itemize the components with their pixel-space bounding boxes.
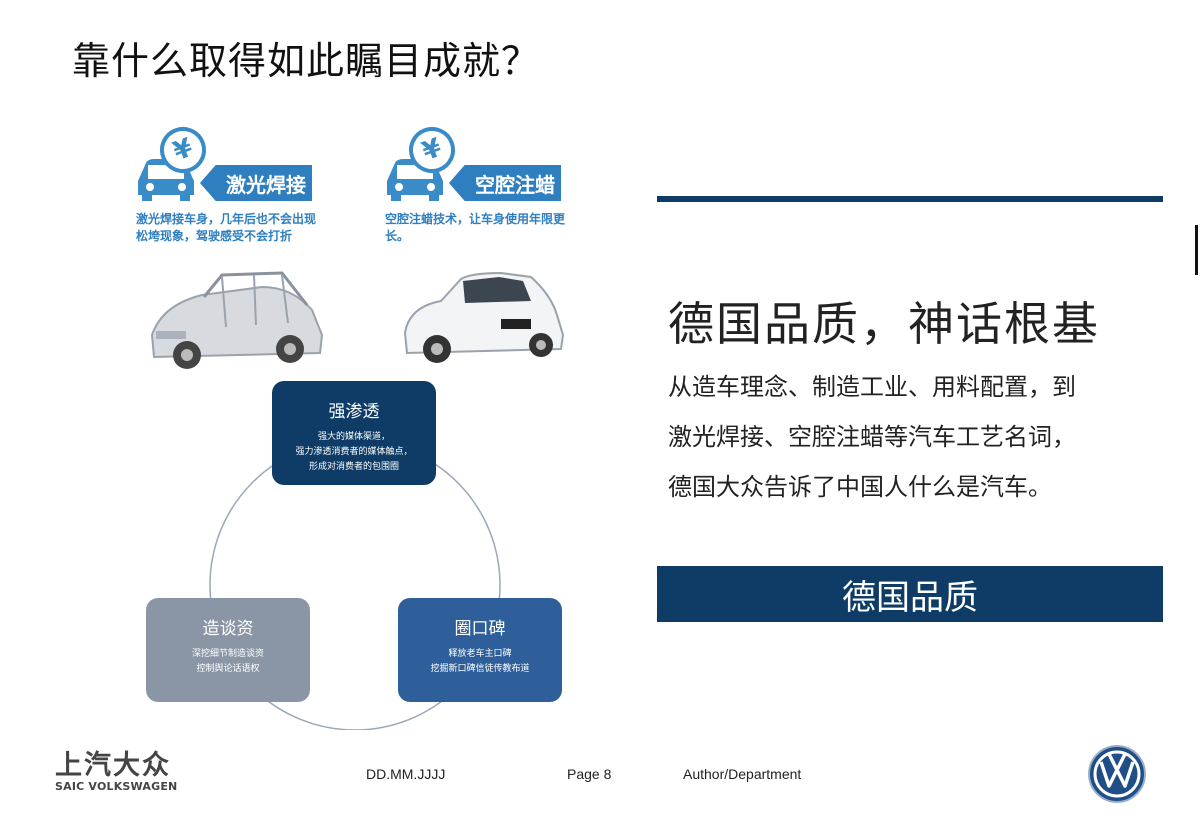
feature-description: 激光焊接车身，几年后也不会出现松垮现象，驾驶感受不会打折 — [136, 212, 317, 243]
saic-volkswagen-logo: 上汽大众 SAIC VOLKSWAGEN — [55, 750, 178, 794]
node-desc-line: 强大的媒体渠道， — [317, 432, 390, 442]
node-desc-line: 强力渗透消费者的媒体触点， — [295, 447, 413, 457]
panel-body: 从造车理念、制造工业、用料配置，到 激光焊接、空腔注蜡等汽车工艺名词， 德国大众… — [668, 362, 1168, 512]
car-body-frame-image — [150, 271, 324, 369]
cycle-node-penetration: 强渗透 强大的媒体渠道， 强力渗透消费者的媒体触点， 形成对消费者的包围圈 — [272, 381, 436, 485]
slide-title: 靠什么取得如此瞩目成就？ — [72, 39, 541, 83]
panel-heading: 德国品质，神话根基 — [668, 297, 1100, 351]
node-title: 造谈资 — [202, 619, 254, 639]
node-desc-line: 释放老车主口碑 — [448, 649, 512, 659]
node-desc-line: 深挖细节制造谈资 — [191, 649, 264, 659]
feature-laser-welding: ¥ 激光焊接 激光焊接车身，几年后也不会出现松垮现象，驾驶感受不会打折 — [134, 120, 334, 375]
node-desc-line: 控制舆论话语权 — [196, 664, 260, 674]
white-hatchback-image — [403, 271, 565, 363]
node-desc-line: 形成对消费者的包围圈 — [308, 462, 399, 472]
footer-date: DD.MM.JJJJ — [366, 766, 446, 782]
footer-page-number: Page 8 — [567, 766, 612, 782]
logo-english-text: SAIC VOLKSWAGEN — [55, 780, 178, 793]
cycle-node-word-of-mouth: 圈口碑 释放老车主口碑 挖掘新口碑信徒传教布道 — [398, 598, 562, 702]
logo-chinese-text: 上汽大众 — [55, 750, 171, 781]
node-title: 强渗透 — [328, 402, 380, 422]
feature-banner: 激光焊接 — [200, 165, 312, 201]
feature-banner: 空腔注蜡 — [449, 165, 561, 201]
feature-cavity-wax: ¥ 空腔注蜡 空腔注蜡技术，让车身使用年限更长。 — [383, 120, 583, 375]
node-desc-line: 挖掘新口碑信徒传教布道 — [430, 664, 530, 674]
body-line: 激光焊接、空腔注蜡等汽车工艺名词， — [668, 423, 1076, 451]
footer-author: Author/Department — [683, 766, 802, 782]
divider-rule — [657, 196, 1163, 202]
body-line: 从造车理念、制造工业、用料配置，到 — [668, 373, 1076, 401]
feature-header: ¥ 激光焊接 — [134, 120, 334, 205]
vw-logo-icon — [1088, 745, 1146, 803]
cycle-node-talking-points: 造谈资 深挖细节制造谈资 控制舆论话语权 — [146, 598, 310, 702]
edge-marker — [1195, 225, 1198, 275]
node-title: 圈口碑 — [454, 619, 506, 639]
feature-description: 空腔注蜡技术，让车身使用年限更长。 — [385, 212, 566, 243]
body-line: 德国大众告诉了中国人什么是汽车。 — [668, 473, 1052, 501]
feature-header: ¥ 空腔注蜡 — [383, 120, 583, 205]
highlight-bar: 德国品质 — [657, 566, 1163, 622]
